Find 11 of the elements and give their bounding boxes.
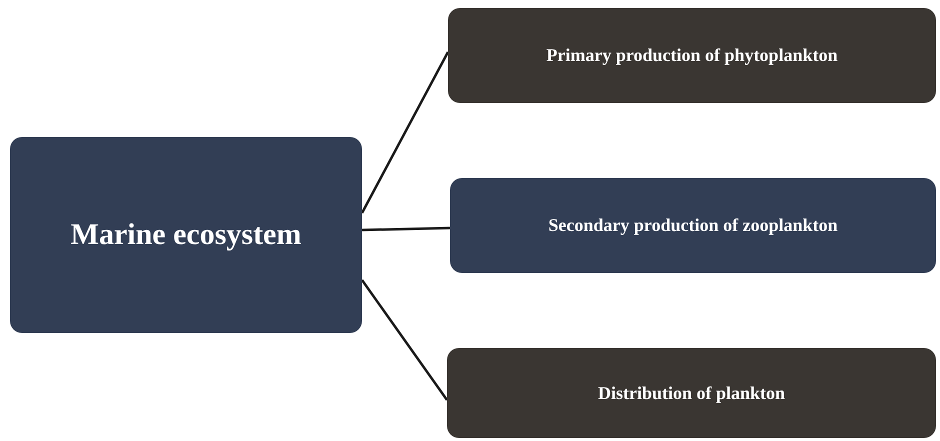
connector-line (362, 226, 450, 232)
topic-box (450, 178, 936, 273)
connector-line (360, 51, 450, 214)
topic-box (447, 348, 936, 438)
connector-line (360, 279, 448, 401)
topic-box (448, 8, 936, 103)
box-label: Marine ecosystem (70, 217, 302, 254)
box-label: Primary production of phytoplankton (546, 44, 838, 67)
box-label: Secondary production of zooplankton (548, 214, 838, 237)
box-label: Distribution of plankton (598, 382, 786, 404)
topic-box (10, 137, 362, 333)
